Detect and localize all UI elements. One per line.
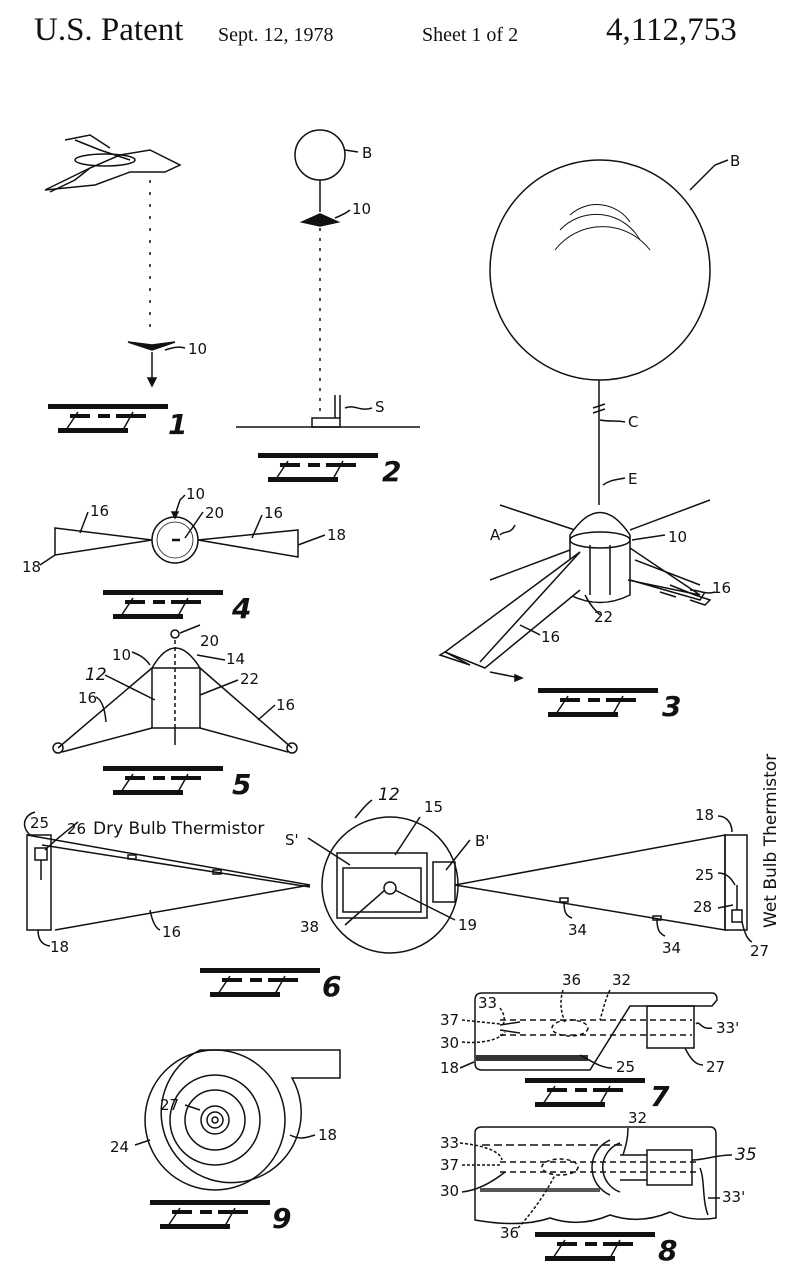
ref-label: 12 <box>85 665 107 685</box>
ref-label: 18 <box>695 806 714 824</box>
figure-number: 8 <box>658 1234 677 1267</box>
patent-title: U.S. Patent <box>34 12 184 48</box>
ref-label: 16 <box>90 502 109 520</box>
ref-label: 25 <box>616 1058 635 1076</box>
ref-label: 33' <box>716 1019 739 1037</box>
ref-label: 15 <box>424 798 443 816</box>
ref-label: 10 <box>186 485 205 503</box>
ref-label: S <box>375 398 385 416</box>
ref-label: 38 <box>300 918 319 936</box>
ref-label: 10 <box>188 340 207 358</box>
ref-label: 34 <box>568 921 587 939</box>
figure-number: 4 <box>231 592 251 625</box>
airplane-icon <box>44 134 182 193</box>
figure-2: B 10 S 2 <box>236 129 420 488</box>
sheet-number: Sheet 1 of 2 <box>422 24 519 46</box>
ref-label: 10 <box>352 200 371 218</box>
ref-label: 22 <box>594 608 613 626</box>
ref-label: 35 <box>735 1145 757 1165</box>
ref-label: 33 <box>440 1134 459 1152</box>
ref-label: 26 <box>67 820 86 838</box>
patent-date: Sept. 12, 1978 <box>218 24 334 46</box>
ref-label: 30 <box>440 1182 459 1200</box>
ref-label: C <box>628 413 638 431</box>
ref-label: 22 <box>240 670 259 688</box>
ref-label: 18 <box>50 938 69 956</box>
ref-label: 18 <box>440 1059 459 1077</box>
ref-label: S' <box>285 831 299 849</box>
balloon-icon <box>294 129 346 181</box>
patent-number: 4,112,753 <box>606 12 737 48</box>
ref-label: 10 <box>668 528 687 546</box>
figure-number: 7 <box>650 1080 670 1113</box>
figure-number: 2 <box>382 455 401 488</box>
figure-8: 32 33 37 30 35 33' 36 8 <box>440 1109 757 1267</box>
ref-label: 24 <box>110 1138 129 1156</box>
ref-label: 10 <box>112 646 131 664</box>
ref-label: 12 <box>378 785 400 805</box>
figure-3: B C E A 10 16 22 16 3 <box>438 152 740 723</box>
ref-label: 27 <box>160 1096 179 1114</box>
figure-number: 1 <box>168 408 187 441</box>
ref-label: 27 <box>750 942 769 960</box>
ref-label: 32 <box>628 1109 647 1127</box>
large-balloon-icon <box>489 159 711 381</box>
ref-label: 27 <box>706 1058 725 1076</box>
ref-label: 14 <box>226 650 245 668</box>
figure-6: 12 15 S' B' 25 26 Dry Bulb Thermistor 18… <box>23 754 781 1003</box>
ref-label: 18 <box>22 558 41 576</box>
figure-number: 9 <box>272 1202 291 1235</box>
ref-label: 16 <box>712 579 731 597</box>
dry-bulb-annotation: Dry Bulb Thermistor <box>93 819 264 839</box>
ref-label: 33' <box>722 1188 745 1206</box>
ref-label: 36 <box>500 1224 519 1242</box>
ref-label: 36 <box>562 971 581 989</box>
ref-label: 16 <box>276 696 295 714</box>
ref-label: 16 <box>78 689 97 707</box>
figure-7: 33 36 32 37 30 18 25 27 33' 7 <box>440 971 739 1113</box>
ref-label: 25 <box>30 814 49 832</box>
ref-label: 33 <box>478 994 497 1012</box>
ref-label: 25 <box>695 866 714 884</box>
ref-label: 16 <box>541 628 560 646</box>
ref-label: 37 <box>440 1156 459 1174</box>
figure-5: 20 14 10 12 22 16 16 5 <box>52 624 298 801</box>
ref-label: 20 <box>200 632 219 650</box>
ref-label: 18 <box>318 1126 337 1144</box>
figure-1: 10 1 <box>44 134 207 441</box>
figure-number: 6 <box>322 970 341 1003</box>
figure-number: 5 <box>232 768 251 801</box>
ref-label: 18 <box>327 526 346 544</box>
ref-label: 16 <box>264 504 283 522</box>
ref-label: B' <box>475 832 489 850</box>
ref-label: 34 <box>662 939 681 957</box>
figure-number: 3 <box>662 690 681 723</box>
ref-label: 19 <box>458 916 477 934</box>
ref-label: B <box>730 152 740 170</box>
ref-label: 37 <box>440 1011 459 1029</box>
figure-9: 27 24 18 9 <box>110 1049 341 1235</box>
ref-label: 16 <box>162 923 181 941</box>
ref-label: E <box>628 470 637 488</box>
figure-4: 20 10 16 16 18 18 4 <box>22 485 346 625</box>
wet-bulb-annotation: Wet Bulb Thermistor <box>761 754 781 928</box>
ref-label: A <box>490 526 501 544</box>
ref-label: 28 <box>693 898 712 916</box>
ref-label: 20 <box>205 504 224 522</box>
ref-label: B <box>362 144 372 162</box>
ref-label: 32 <box>612 971 631 989</box>
ref-label: 30 <box>440 1034 459 1052</box>
